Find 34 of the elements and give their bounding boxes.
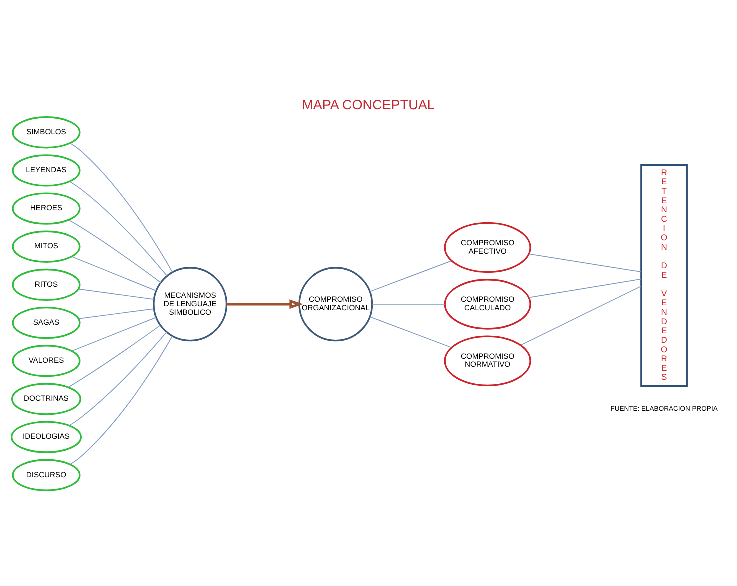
connector — [528, 278, 642, 298]
connector — [70, 143, 174, 273]
diagram-title: MAPA CONCEPTUAL — [302, 98, 435, 113]
connector — [72, 256, 157, 292]
node-ellipse: DISCURSO — [12, 459, 81, 492]
node-box: RETENCION DE VENDEDORES — [640, 164, 688, 387]
node-ellipse: SAGAS — [12, 306, 81, 340]
node-ellipse: SIMBOLOS — [12, 116, 81, 149]
connector — [68, 220, 162, 284]
connector — [528, 254, 642, 273]
connector — [78, 288, 154, 300]
node-circle: COMPROMISO ORGANIZACIONAL — [298, 267, 374, 342]
node-ellipse: COMPROMISO NORMATIVO — [444, 336, 532, 387]
connector — [68, 325, 161, 388]
node-ellipse: COMPROMISO CALCULADO — [444, 279, 532, 330]
node-ellipse: HEROES — [12, 192, 81, 225]
arrow — [226, 300, 304, 310]
node-ellipse: VALORES — [12, 345, 81, 378]
node-ellipse: COMPROMISO AFECTIVO — [444, 222, 532, 274]
connector — [520, 286, 642, 346]
node-ellipse: MITOS — [12, 230, 81, 263]
connector — [72, 317, 157, 352]
node-ellipse: RITOS — [12, 268, 81, 302]
connector — [370, 260, 452, 292]
node-ellipse: DOCTRINAS — [12, 383, 82, 416]
connector — [370, 316, 452, 348]
node-circle: MECANISMOS DE LENGUAJE SIMBOLICO — [153, 267, 228, 342]
connector — [78, 308, 154, 320]
node-ellipse: IDEOLOGIAS — [10, 421, 82, 454]
connector — [68, 332, 168, 426]
connector — [70, 336, 173, 465]
connector — [69, 181, 168, 276]
node-ellipse: LEYENDAS — [12, 154, 81, 187]
connector — [372, 304, 446, 305]
